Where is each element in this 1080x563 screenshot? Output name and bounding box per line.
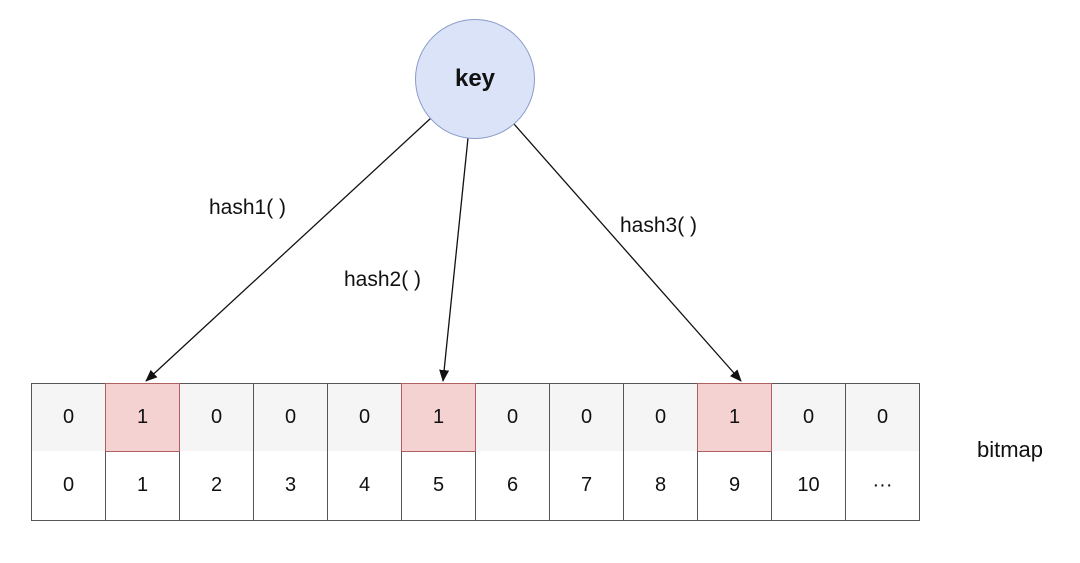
hash2-arrow bbox=[439, 137, 469, 382]
index-cell: 8 bbox=[623, 451, 698, 521]
bitmap-label: bitmap bbox=[977, 437, 1044, 462]
bit-cell: 0 bbox=[771, 383, 846, 452]
bit-cell: 1 bbox=[105, 383, 180, 452]
bit-cell: 0 bbox=[623, 383, 698, 452]
index-cell: 1 bbox=[105, 451, 180, 521]
index-cell: 10 bbox=[771, 451, 846, 521]
bit-cell: 0 bbox=[549, 383, 624, 452]
bit-cell: 0 bbox=[253, 383, 328, 452]
key-label: key bbox=[454, 65, 496, 92]
index-cell: 0 bbox=[31, 451, 106, 521]
bit-cell: 1 bbox=[401, 383, 476, 452]
index-cell: 5 bbox=[401, 451, 476, 521]
hash2-label: hash2( ) bbox=[344, 268, 422, 291]
bit-cell: 0 bbox=[179, 383, 254, 452]
hash3-label: hash3( ) bbox=[620, 214, 698, 237]
index-cell: 2 bbox=[179, 451, 254, 521]
index-cell: 4 bbox=[327, 451, 402, 521]
index-cell: 6 bbox=[475, 451, 550, 521]
bit-cell: 0 bbox=[31, 383, 106, 452]
hash1-arrow bbox=[145, 117, 432, 382]
hash3-arrow bbox=[513, 123, 742, 382]
bit-cell: 0 bbox=[327, 383, 402, 452]
bit-cell: 0 bbox=[475, 383, 550, 452]
index-cell: 9 bbox=[697, 451, 772, 521]
key-node: key bbox=[415, 19, 535, 139]
index-cell: ··· bbox=[845, 451, 920, 521]
index-cell: 7 bbox=[549, 451, 624, 521]
hash1-label: hash1( ) bbox=[209, 196, 287, 219]
bit-cell: 0 bbox=[845, 383, 920, 452]
bit-cell: 1 bbox=[697, 383, 772, 452]
index-cell: 3 bbox=[253, 451, 328, 521]
